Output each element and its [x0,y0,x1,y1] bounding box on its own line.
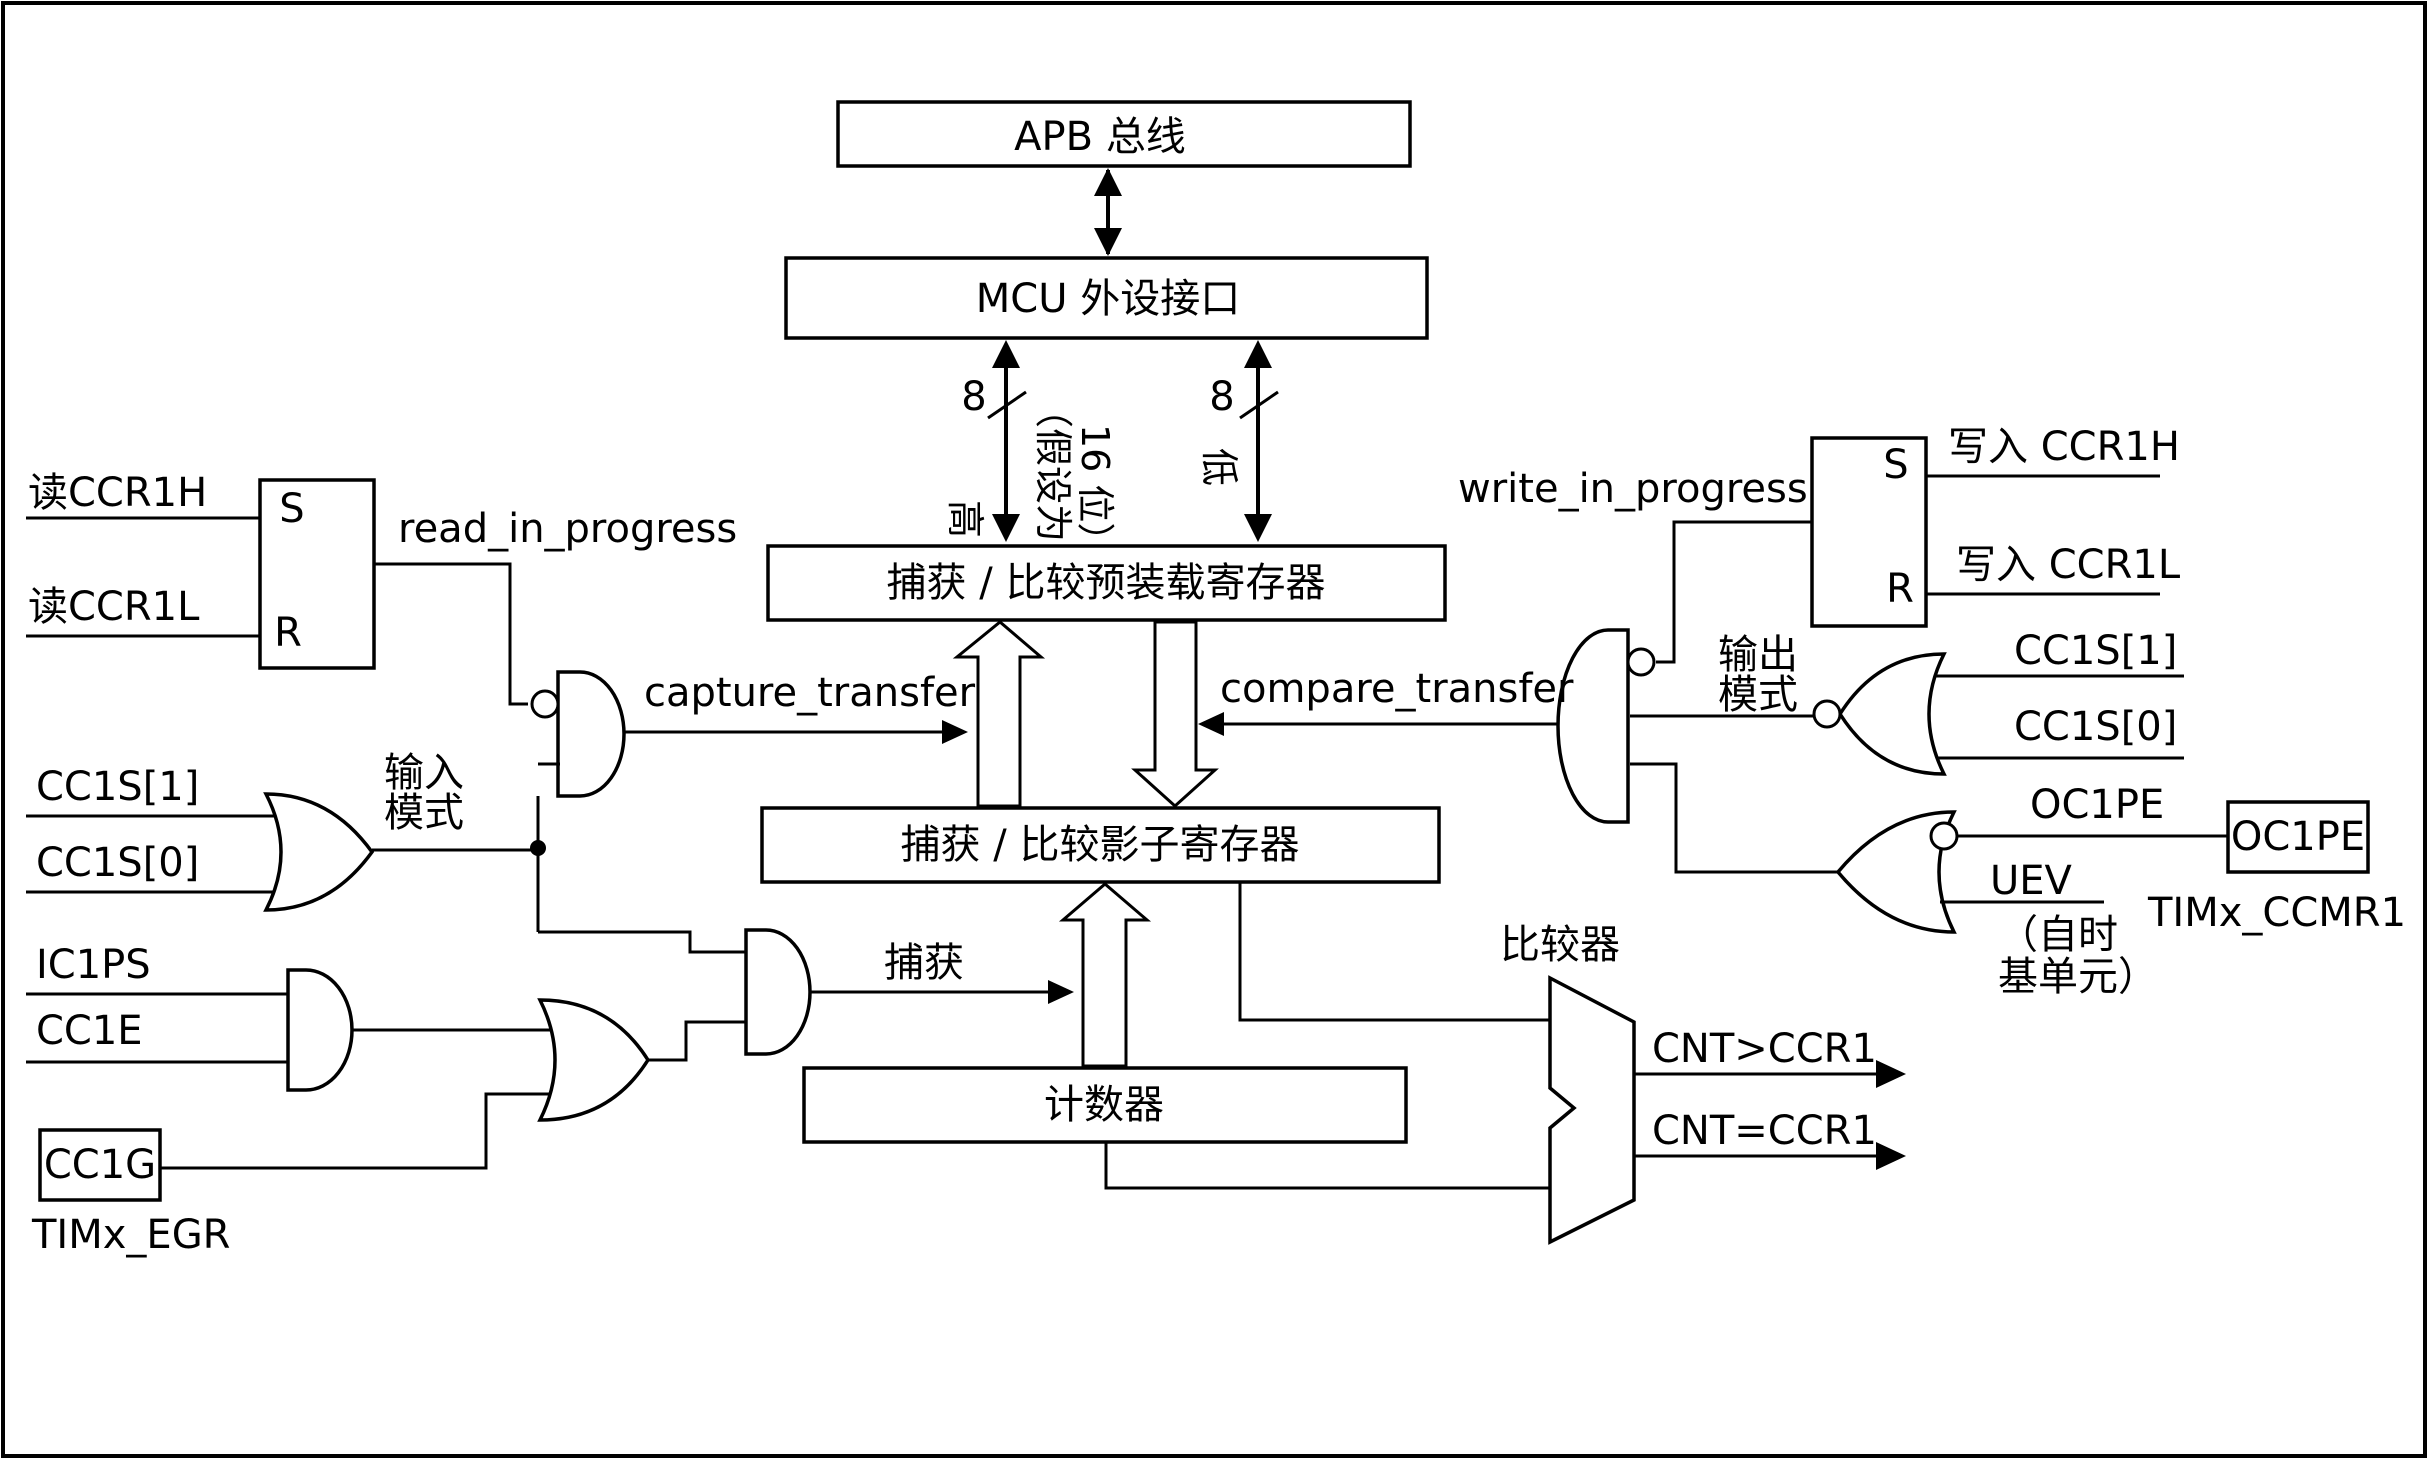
write-sr-latch: S R [1810,436,1928,628]
capture-enable-or-gate [537,998,651,1122]
uev-note-2: 基单元） [1998,954,2158,1000]
low-bus-width: 8 [1209,374,1234,420]
left-cc1s1-label: CC1S[1] [36,764,199,810]
capture-transfer-arrowhead [942,720,968,744]
high-bus-note-1: （假设为 [1031,390,1075,542]
counter-to-comparator-wire [1104,1142,1550,1190]
low-byte-bus: 8 低 [1197,340,1279,542]
capture-transfer-and-gate [556,670,626,798]
cnt-gt-label: CNT>CCR1 [1652,1026,1877,1072]
read-ccr1l-label: 读CCR1L [28,584,200,630]
high-bus-note-2: 16 位） [1073,424,1117,560]
oc1pe-uev-nor-gate [1835,810,1957,934]
capture-transfer-label: capture_transfer [644,670,976,716]
counter-to-shadow-arrow [1058,882,1152,1068]
cc1g-label: CC1G [44,1142,156,1188]
oc1pe-box: OC1PE [2226,800,2370,874]
write-sr-s: S [1883,442,1908,488]
left-cc1s0-label: CC1S[0] [36,840,199,886]
read-ccr1h-label: 读CCR1H [28,470,207,516]
output-mode-label-1: 输出 [1718,632,1798,678]
input-mode-label-2: 模式 [384,790,464,836]
preload-to-shadow-arrow [1131,620,1219,809]
comparator-label: 比较器 [1500,922,1620,968]
oc1pe-box-label: OC1PE [2231,814,2365,860]
timx-egr-label: TIMx_EGR [31,1212,230,1258]
write-ccr1h-label: 写入 CCR1H [1948,424,2180,470]
cnt-gt-arrowhead [1876,1060,1906,1088]
write-in-progress-label: write_in_progress [1458,466,1808,512]
read-in-progress-label: read_in_progress [398,506,737,552]
read-sr-s: S [279,486,304,532]
apb-bus-block: APB 总线 [836,100,1412,168]
uev-note-1: （自时 [1998,912,2118,958]
output-mode-invert-bubble [1812,699,1842,729]
compare-transfer-arrowhead [1198,712,1224,736]
counter-block: 计数器 [802,1066,1408,1144]
cc1e-label: CC1E [36,1008,143,1054]
cnt-eq-label: CNT=CCR1 [1652,1108,1877,1154]
cc1g-wire [160,1092,556,1170]
shadow-register-label: 捕获 / 比较影子寄存器 [901,822,1300,868]
mcu-interface-block: MCU 外设接口 [784,256,1429,340]
write-in-progress-wire [1656,520,1812,664]
read-in-progress-wire [374,562,528,706]
capture-label: 捕获 [884,940,964,986]
timx-ccmr1-label: TIMx_CCMR1 [2147,890,2406,936]
low-bus-char: 低 [1197,448,1241,486]
preload-register-block: 捕获 / 比较预装载寄存器 [766,544,1447,622]
comparator-shape [1548,975,1636,1245]
shadow-to-comparator-wire [1238,882,1550,1022]
oc1pe-invert-bubble [1929,821,1959,851]
capture-arrowhead [1048,980,1074,1004]
oc1pe-nor-output-wire [1630,762,1838,874]
ic1ps-label: IC1PS [36,942,151,988]
high-bus-width: 8 [961,374,986,420]
input-mode-label-1: 输入 [384,750,464,796]
apb-bus-label: APB 总线 [1014,114,1186,160]
read-in-progress-invert-bubble [530,689,560,719]
right-cc1s0-label: CC1S[0] [2014,704,2177,750]
input-mode-to-capture-and-wire [538,930,746,954]
mcu-interface-label: MCU 外设接口 [976,276,1240,322]
or-to-capture-and-wire [648,1020,746,1062]
write-in-progress-invert-bubble [1626,647,1656,677]
shadow-register-block: 捕获 / 比较影子寄存器 [760,806,1441,884]
output-mode-nor-gate [1837,652,1947,776]
shadow-to-preload-arrow [952,620,1046,808]
cc1g-box: CC1G [38,1128,162,1202]
ic1ps-cc1e-and-gate [286,968,354,1092]
oc1pe-label: OC1PE [2030,782,2164,828]
counter-label: 计数器 [1044,1082,1164,1128]
high-byte-bus: 8 高 （假设为 16 位） [943,340,1117,560]
write-ccr1l-label: 写入 CCR1L [1956,542,2181,588]
uev-label: UEV [1990,858,2073,904]
preload-register-label: 捕获 / 比较预装载寄存器 [887,560,1326,606]
output-mode-label-2: 模式 [1718,672,1798,718]
compare-transfer-and-gate [1556,628,1630,824]
apb-mcu-link [1094,168,1122,256]
input-mode-junction [530,840,546,856]
cnt-eq-arrowhead [1876,1142,1906,1170]
input-mode-or-gate [263,792,375,912]
right-cc1s1-label: CC1S[1] [2014,628,2177,674]
high-bus-char: 高 [943,500,987,538]
read-sr-r: R [274,610,302,656]
write-sr-r: R [1886,566,1914,612]
compare-transfer-label: compare_transfer [1220,666,1574,712]
read-sr-latch: S R [258,478,376,670]
capture-and-gate [744,928,812,1056]
